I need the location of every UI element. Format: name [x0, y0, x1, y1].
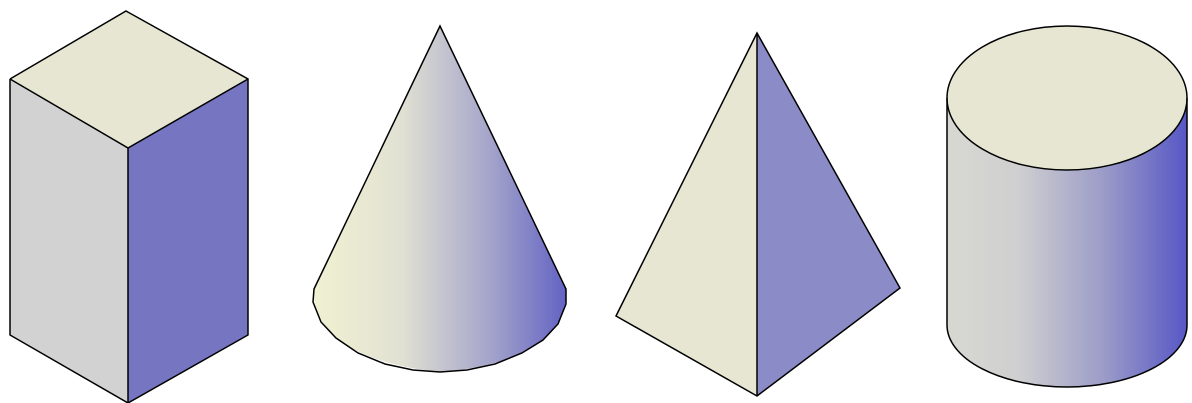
pyramid-icon [615, 31, 901, 397]
cylinder-icon [946, 25, 1188, 388]
cylinder-body-outline [946, 98, 1188, 388]
box-outline [9, 10, 249, 403]
cone-icon [312, 24, 567, 373]
pyramid-right-face [757, 33, 900, 396]
cylinder-top-face [947, 26, 1187, 170]
box-left-face [10, 79, 128, 403]
pyramid-left-face [616, 33, 757, 396]
cylinder-body [947, 98, 1187, 387]
box-right-face [128, 79, 248, 403]
cone-outline [312, 24, 567, 373]
cone-shading [313, 26, 567, 372]
rectangular-prism-icon [9, 10, 249, 403]
